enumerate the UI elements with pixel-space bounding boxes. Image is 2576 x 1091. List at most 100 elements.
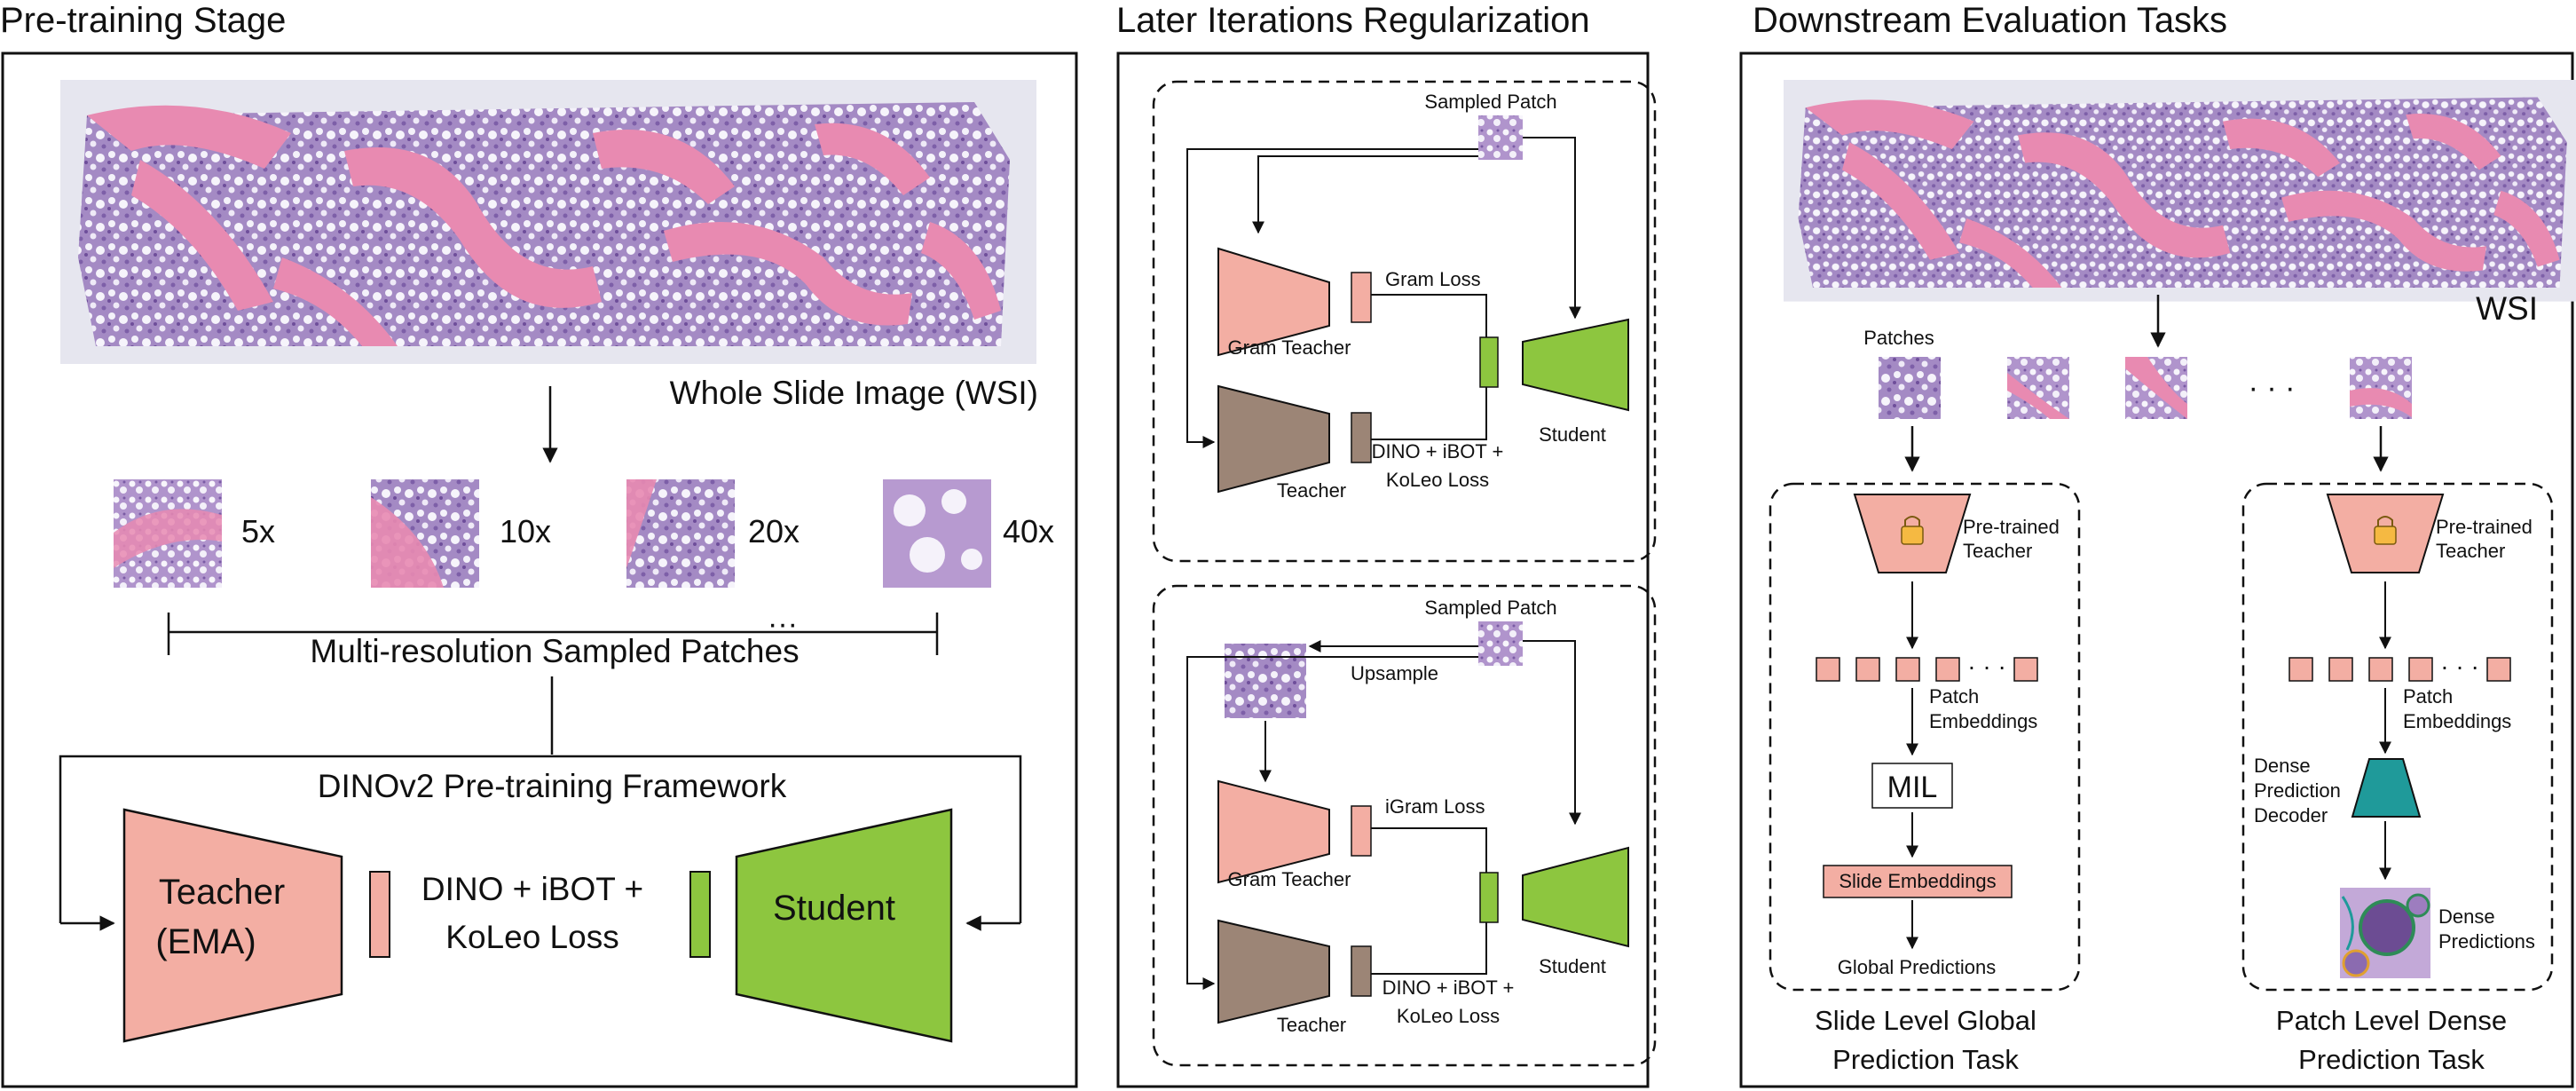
downstream-patches-ellipsis: · · · <box>2249 371 2296 405</box>
patch-level-task-box <box>2241 482 2554 992</box>
left-teacher-label-1: Pre-trained <box>1963 516 2060 538</box>
pretraining-panel-border <box>1 51 1078 1088</box>
dense-predictions-label-1: Dense <box>2438 905 2495 928</box>
top-dino-loss-line <box>1371 387 1487 440</box>
bottom-teacher-embedding <box>1351 945 1372 997</box>
right-teacher-label-2: Teacher <box>2436 540 2505 562</box>
patch-task-label-1: Patch Level Dense <box>2276 1005 2507 1036</box>
downstream-patch-1 <box>1879 357 1941 419</box>
top-loss-2: KoLeo Loss <box>1386 469 1489 491</box>
downstream-wsi-label: WSI <box>2476 290 2538 327</box>
pretrain-loss-2: KoLeo Loss <box>445 919 618 955</box>
dense-prediction-decoder-block <box>2351 758 2422 818</box>
slide-embeddings-box <box>1823 865 2013 898</box>
top-arrow-to-teacher <box>1186 148 1478 448</box>
teacher-embedding-bar <box>369 871 390 958</box>
upsample-label: Upsample <box>1351 662 1438 684</box>
mil-label: MIL <box>1887 771 1938 804</box>
top-gram-teacher-block <box>1217 247 1330 357</box>
downstream-title: Downstream Evaluation Tasks <box>1753 1 2227 40</box>
teacher-ema-label-1: Teacher <box>159 873 285 912</box>
bottom-sampled-patch <box>1478 621 1523 666</box>
bottom-dino-loss-line <box>1371 922 1487 975</box>
igram-loss-label: iGram Loss <box>1385 795 1485 818</box>
top-student-embedding <box>1479 336 1499 388</box>
mag-label-5x: 5x <box>241 513 275 549</box>
right-embeddings-label-1: Patch <box>2403 685 2453 708</box>
top-sampled-patch <box>1478 115 1523 160</box>
patches-label: Patches <box>1863 327 1934 349</box>
bottom-gram-teacher-block <box>1217 779 1330 884</box>
slide-task-label-2: Prediction Task <box>1832 1044 2019 1075</box>
top-teacher-block <box>1217 384 1330 494</box>
top-student-block <box>1522 318 1629 412</box>
mag-label-20x: 20x <box>748 513 800 549</box>
top-loss-1: DINO + iBOT + <box>1372 440 1504 462</box>
patch-40x <box>883 479 991 588</box>
top-student-label: Student <box>1539 423 1606 446</box>
decoder-label-2: Prediction <box>2254 779 2341 802</box>
pretraining-title: Pre-training Stage <box>0 1 286 40</box>
bottom-sampled-patch-label: Sampled Patch <box>1424 597 1556 619</box>
student-embedding-bar <box>689 871 711 958</box>
regularization-title: Later Iterations Regularization <box>1116 1 1590 40</box>
bottom-igram-loss-line <box>1371 827 1487 873</box>
bottom-loss-1: DINO + iBOT + <box>1383 976 1515 999</box>
framework-label: DINOv2 Pre-training Framework <box>318 768 787 804</box>
right-lock-icon <box>2374 526 2397 545</box>
bottom-student-embedding <box>1479 872 1499 923</box>
pretrain-loss-1: DINO + iBOT + <box>421 871 643 907</box>
top-gram-teacher-embedding <box>1351 272 1372 323</box>
right-embeddings-label-2: Embeddings <box>2403 710 2511 732</box>
mag-label-40x: 40x <box>1003 513 1054 549</box>
decoder-label-3: Decoder <box>2254 804 2328 826</box>
left-embeddings-label-1: Patch <box>1929 685 1979 708</box>
upsampled-patch <box>1225 644 1306 718</box>
decoder-label-1: Dense <box>2254 755 2311 777</box>
top-gram-teacher-label: Gram Teacher <box>1228 336 1351 359</box>
bottom-loss-2: KoLeo Loss <box>1397 1005 1500 1027</box>
wsi-image <box>60 80 1036 364</box>
wsi-label: Whole Slide Image (WSI) <box>670 375 1038 411</box>
patches-ellipsis: ··· <box>768 607 798 641</box>
teacher-ema-label-2: (EMA) <box>155 922 256 961</box>
dense-predictions-label-2: Predictions <box>2438 930 2535 953</box>
top-gram-loss-label: Gram Loss <box>1385 268 1481 290</box>
mag-label-10x: 10x <box>500 513 551 549</box>
left-embeddings-label-2: Embeddings <box>1929 710 2037 732</box>
top-gram-loss-line <box>1371 294 1487 337</box>
top-teacher-label: Teacher <box>1277 479 1346 502</box>
global-predictions-label: Global Predictions <box>1838 956 1997 978</box>
slide-task-label-1: Slide Level Global <box>1815 1005 2036 1036</box>
student-block <box>735 808 953 1043</box>
right-teacher-label-1: Pre-trained <box>2436 516 2533 538</box>
top-sampled-patch-label: Sampled Patch <box>1424 91 1556 113</box>
right-embeddings-ellipsis: · · · <box>2440 652 2479 680</box>
student-label: Student <box>773 889 895 928</box>
multires-label: Multi-resolution Sampled Patches <box>310 633 799 669</box>
bottom-teacher-label: Teacher <box>1277 1014 1346 1036</box>
left-patch-embeddings <box>1816 657 2038 682</box>
downstream-panel-border <box>1739 51 2574 1088</box>
bottom-student-label: Student <box>1539 955 1606 977</box>
regularization-panel-border <box>1116 51 1650 1088</box>
left-embeddings-ellipsis: · · · <box>1967 652 2006 680</box>
bottom-gram-teacher-embedding <box>1351 805 1372 857</box>
right-patch-embeddings <box>2288 657 2511 682</box>
top-teacher-embedding <box>1351 412 1372 463</box>
bottom-arrow-to-teacher <box>1186 656 1478 990</box>
slide-embeddings-label: Slide Embeddings <box>1839 870 1996 892</box>
top-arrow-to-student <box>1523 137 1581 320</box>
downstream-wsi-image <box>1784 80 2576 302</box>
slide-level-task-box <box>1769 482 2081 992</box>
bottom-teacher-block <box>1217 919 1330 1024</box>
bottom-arrow-to-student <box>1523 640 1581 826</box>
framework-bracket <box>59 755 1022 923</box>
mil-box <box>1871 763 1953 809</box>
bottom-student-block <box>1522 846 1629 948</box>
patch-task-label-2: Prediction Task <box>2298 1044 2485 1075</box>
left-lock-icon <box>1901 526 1924 545</box>
bottom-gram-teacher-label: Gram Teacher <box>1228 868 1351 890</box>
teacher-ema-block <box>122 808 343 1043</box>
